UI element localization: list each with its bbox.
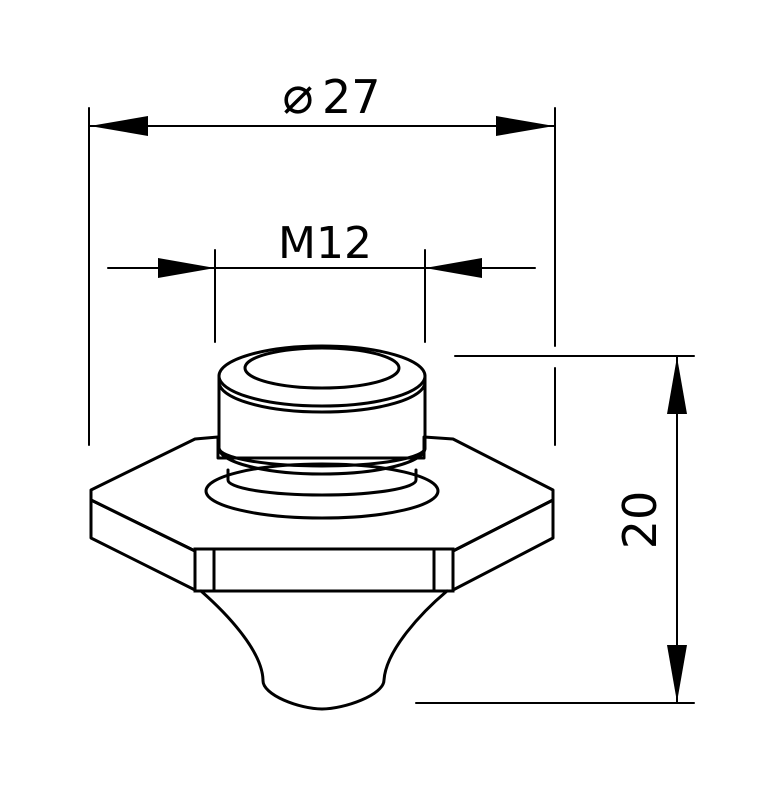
flange-side-left xyxy=(89,498,197,592)
thread-label: M12 xyxy=(278,218,372,269)
spigot-body xyxy=(217,374,427,468)
spigot-seat-outer xyxy=(204,462,440,520)
flange-side-right xyxy=(451,498,555,592)
arrowhead-right xyxy=(496,116,554,136)
outer-diameter-dimension: ⌀ 27 xyxy=(88,66,556,446)
nozzle-tip xyxy=(199,589,449,711)
spigot-bore xyxy=(243,346,401,390)
spigot-undercut xyxy=(226,468,418,497)
thread-dimension: M12 xyxy=(107,218,536,343)
arrowhead-left xyxy=(90,116,148,136)
nozzle-body xyxy=(89,344,555,711)
height-value: 20 xyxy=(613,491,667,550)
height-arrowhead-top xyxy=(667,357,687,414)
diameter-value: 27 xyxy=(322,70,381,124)
thread-arrowhead-left xyxy=(158,258,215,278)
flange-side-front xyxy=(193,547,455,593)
diameter-symbol: ⌀ xyxy=(282,66,313,126)
thread-arrowhead-right xyxy=(425,258,482,278)
height-arrowhead-bottom xyxy=(667,645,687,702)
spigot-chamfer-edge xyxy=(217,380,427,414)
spigot-lower-edge xyxy=(217,446,427,476)
height-dimension: 20 xyxy=(415,355,695,704)
